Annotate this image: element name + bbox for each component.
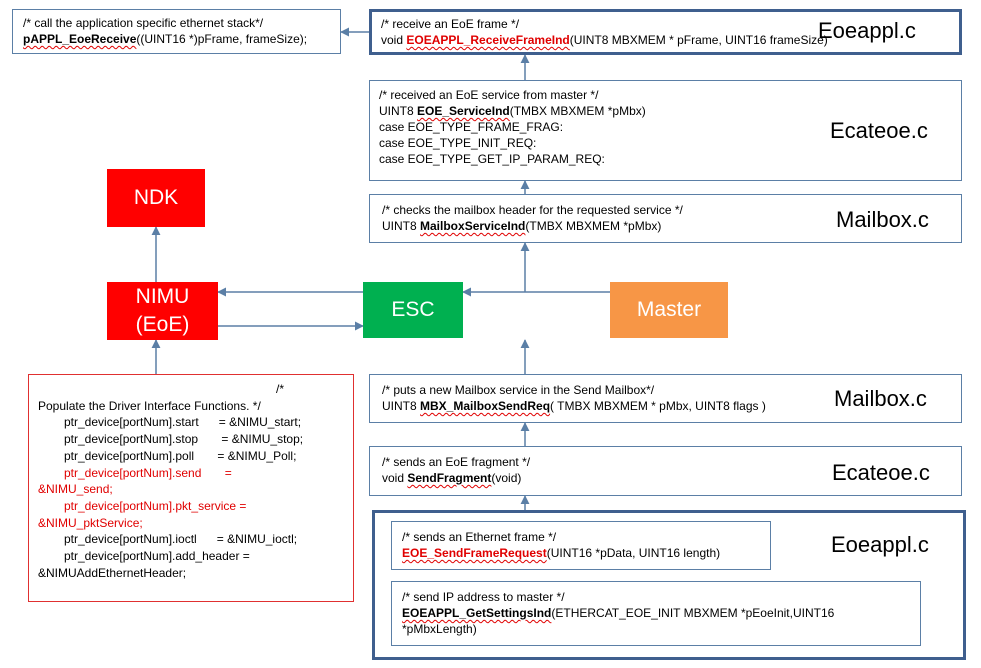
settings-args: (ETHERCAT_EOE_INIT MBXMEM *pEoeInit,UINT… — [551, 606, 835, 620]
get-settings-ind-box: /* send IP address to master */ EOEAPPL_… — [391, 581, 921, 646]
service-prefix: UINT8 — [379, 104, 418, 118]
driver-line-7: &NIMU_send; — [38, 482, 113, 497]
send-frame-request-box: /* sends an Ethernet frame */ EOE_SendFr… — [391, 521, 771, 570]
driver-line-11: ptr_device[portNum].add_header = — [64, 549, 250, 564]
file-label-mailbox-bottom: Mailbox.c — [834, 386, 927, 411]
nimu-node: NIMU (EoE) — [107, 282, 218, 340]
receive-args: (UINT8 MBXMEM * pFrame, UINT16 frameSize… — [569, 33, 828, 47]
driver-line-9: &NIMU_pktService; — [38, 515, 143, 530]
receive-comment: /* receive an EoE frame */ — [381, 17, 520, 31]
driver-line-12: &NIMUAddEthernetHeader; — [38, 565, 187, 580]
settings-comment: /* send IP address to master */ — [402, 590, 565, 604]
service-case-3: case EOE_TYPE_GET_IP_PARAM_REQ: — [379, 152, 605, 166]
mailbox-send-comment: /* puts a new Mailbox service in the Sen… — [382, 383, 655, 397]
eoeappl-receive-box: /* receive an EoE frame */ void EOEAPPL_… — [369, 9, 962, 55]
pappl-args: ((UINT16 *)pFrame, frameSize); — [136, 32, 308, 46]
settings-func: EOEAPPL_GetSettingsInd — [402, 606, 552, 620]
nimu-label: NIMU — [135, 285, 190, 308]
fragment-args: (void) — [491, 471, 522, 485]
mailbox-send-prefix: UINT8 — [382, 399, 421, 413]
send-frame-func: EOE_SendFrameRequest — [402, 546, 547, 560]
file-label-eoeappl-bottom: Eoeappl.c — [831, 532, 929, 557]
service-args: (TMBX MBXMEM *pMbx) — [509, 104, 646, 118]
file-label-eoeappl-top: Eoeappl.c — [818, 18, 916, 43]
esc-label: ESC — [391, 298, 435, 321]
driver-line-5: ptr_device[portNum].poll = &NIMU_Poll; — [64, 448, 297, 463]
driver-interface-box: /* Populate the Driver Interface Functio… — [28, 374, 354, 602]
service-comment: /* received an EoE service from master *… — [379, 88, 599, 102]
send-frame-comment: /* sends an Ethernet frame */ — [402, 530, 557, 544]
mailbox-send-func: MBX_MailboxSendReq — [420, 399, 551, 413]
service-func: EOE_ServiceInd — [417, 104, 510, 118]
nimu-sub-label: (EoE) — [135, 313, 190, 336]
send-fragment-box: /* sends an EoE fragment */ void SendFra… — [369, 446, 962, 496]
mailbox-ind-func: MailboxServiceInd — [420, 219, 526, 233]
ndk-label: NDK — [133, 186, 179, 209]
pappl-func: pAPPL_EoeReceive — [23, 32, 137, 46]
service-case-1: case EOE_TYPE_FRAME_FRAG: — [379, 120, 564, 134]
driver-line-1: /* — [276, 382, 285, 396]
file-label-mailbox-top: Mailbox.c — [836, 207, 929, 232]
mailbox-ind-comment: /* checks the mailbox header for the req… — [382, 203, 683, 217]
service-case-2: case EOE_TYPE_INIT_REQ: — [379, 136, 537, 150]
receive-prefix: void — [381, 33, 407, 47]
master-node: Master — [610, 282, 728, 338]
driver-line-3: ptr_device[portNum].start = &NIMU_start; — [64, 415, 302, 430]
file-label-ecateoe-bottom: Ecateoe.c — [832, 460, 930, 485]
fragment-prefix: void — [382, 471, 408, 485]
fragment-comment: /* sends an EoE fragment */ — [382, 455, 531, 469]
master-label: Master — [636, 298, 702, 321]
driver-line-8: ptr_device[portNum].pkt_service = — [64, 498, 247, 513]
driver-line-10: ptr_device[portNum].ioctl = &NIMU_ioctl; — [64, 532, 298, 547]
esc-node: ESC — [363, 282, 463, 338]
ecateoe-service-box: /* received an EoE service from master *… — [369, 80, 962, 181]
mailbox-ind-prefix: UINT8 — [382, 219, 421, 233]
driver-line-2: Populate the Driver Interface Functions.… — [38, 398, 261, 413]
mailbox-send-req-box: /* puts a new Mailbox service in the Sen… — [369, 374, 962, 423]
driver-line-6: ptr_device[portNum].send = — [64, 465, 232, 480]
fragment-func: SendFragment — [407, 471, 492, 485]
mailbox-send-args: ( TMBX MBXMEM * pMbx, UINT8 flags ) — [550, 399, 766, 413]
send-frame-args: (UINT16 *pData, UINT16 length) — [546, 546, 721, 560]
ndk-node: NDK — [107, 169, 205, 227]
mailbox-ind-args: (TMBX MBXMEM *pMbx) — [525, 219, 662, 233]
file-label-ecateoe-top: Ecateoe.c — [830, 118, 928, 143]
receive-func: EOEAPPL_ReceiveFrameInd — [406, 33, 570, 47]
pappl-comment: /* call the application specific etherne… — [23, 16, 264, 30]
settings-args-cont: *pMbxLength) — [402, 622, 477, 636]
mailbox-service-ind-box: /* checks the mailbox header for the req… — [369, 194, 962, 243]
pappl-eoe-receive-box: /* call the application specific etherne… — [12, 9, 341, 54]
driver-line-4: ptr_device[portNum].stop = &NIMU_stop; — [64, 432, 304, 447]
